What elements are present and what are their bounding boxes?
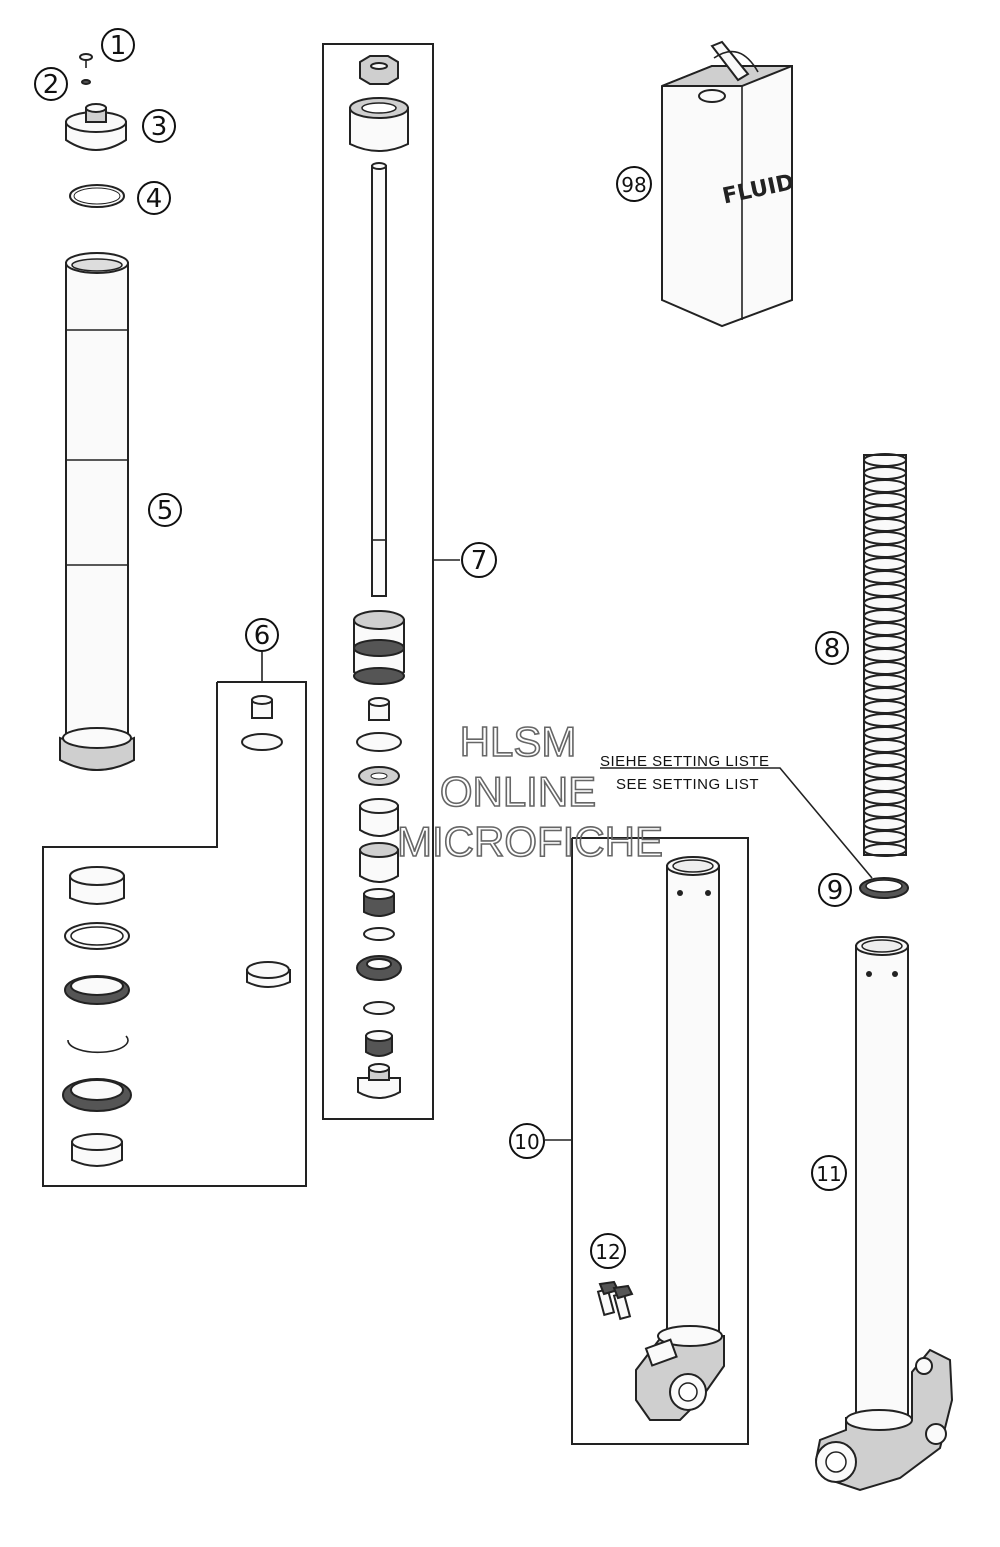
- callout-3: 3: [142, 109, 176, 143]
- callout-11-label: 11: [816, 1162, 841, 1186]
- part-12-bolts: [596, 1280, 634, 1321]
- callout-1-label: 1: [110, 31, 127, 61]
- part-1-screw: [79, 53, 93, 68]
- setting-leader-line: [600, 767, 873, 879]
- callout-9: 9: [818, 873, 852, 907]
- part-9-spacer: [859, 877, 909, 899]
- callout-6-label: 6: [254, 621, 271, 651]
- watermark-line1: HLSM: [460, 718, 577, 765]
- part-98-fluid-container: FLUID: [661, 40, 797, 328]
- callout-12: 12: [590, 1233, 626, 1269]
- callout-5: 5: [148, 493, 182, 527]
- callout-12-label: 12: [595, 1240, 620, 1264]
- callout-6: 6: [245, 618, 279, 652]
- callout-10-label: 10: [514, 1130, 539, 1154]
- callout-8: 8: [815, 631, 849, 665]
- part-6-bushing-kit: [42, 652, 307, 1187]
- watermark-line2: ONLINE: [440, 768, 596, 815]
- part-2-washer: [81, 79, 91, 85]
- callout-98: 98: [616, 166, 652, 202]
- callout-3-label: 3: [151, 112, 168, 142]
- part-5-outer-tube: [59, 252, 135, 771]
- callout-4: 4: [137, 181, 171, 215]
- callout-10: 10: [509, 1123, 545, 1159]
- spring-coils: [863, 453, 907, 857]
- part-4-o-ring: [69, 184, 125, 208]
- callout-2: 2: [34, 67, 68, 101]
- watermark: HLSM ONLINE MICROFICHE: [396, 717, 664, 866]
- part-8-fork-spring: [863, 453, 907, 857]
- callout-7: 7: [461, 542, 497, 578]
- part-11-inner-tube-right: [814, 936, 954, 1492]
- callout-9-label: 9: [827, 876, 844, 906]
- callout-7-label: 7: [471, 546, 488, 576]
- spring-coil: [863, 843, 907, 857]
- note-setting-en: SEE SETTING LIST: [616, 776, 759, 793]
- callout-5-label: 5: [157, 496, 174, 526]
- part-3-cap: [65, 103, 127, 151]
- callout-8-label: 8: [824, 634, 841, 664]
- watermark-line3: MICROFICHE: [397, 818, 663, 865]
- part-7-damper-cartridge: [322, 43, 460, 1120]
- callout-4-label: 4: [146, 184, 163, 214]
- callout-2-label: 2: [43, 70, 60, 100]
- part-10-inner-tube-left: [545, 837, 749, 1445]
- callout-1: 1: [101, 28, 135, 62]
- callout-11: 11: [811, 1155, 847, 1191]
- callout-98-label: 98: [621, 173, 646, 197]
- note-setting-de: SIEHE SETTING LISTE: [600, 753, 770, 770]
